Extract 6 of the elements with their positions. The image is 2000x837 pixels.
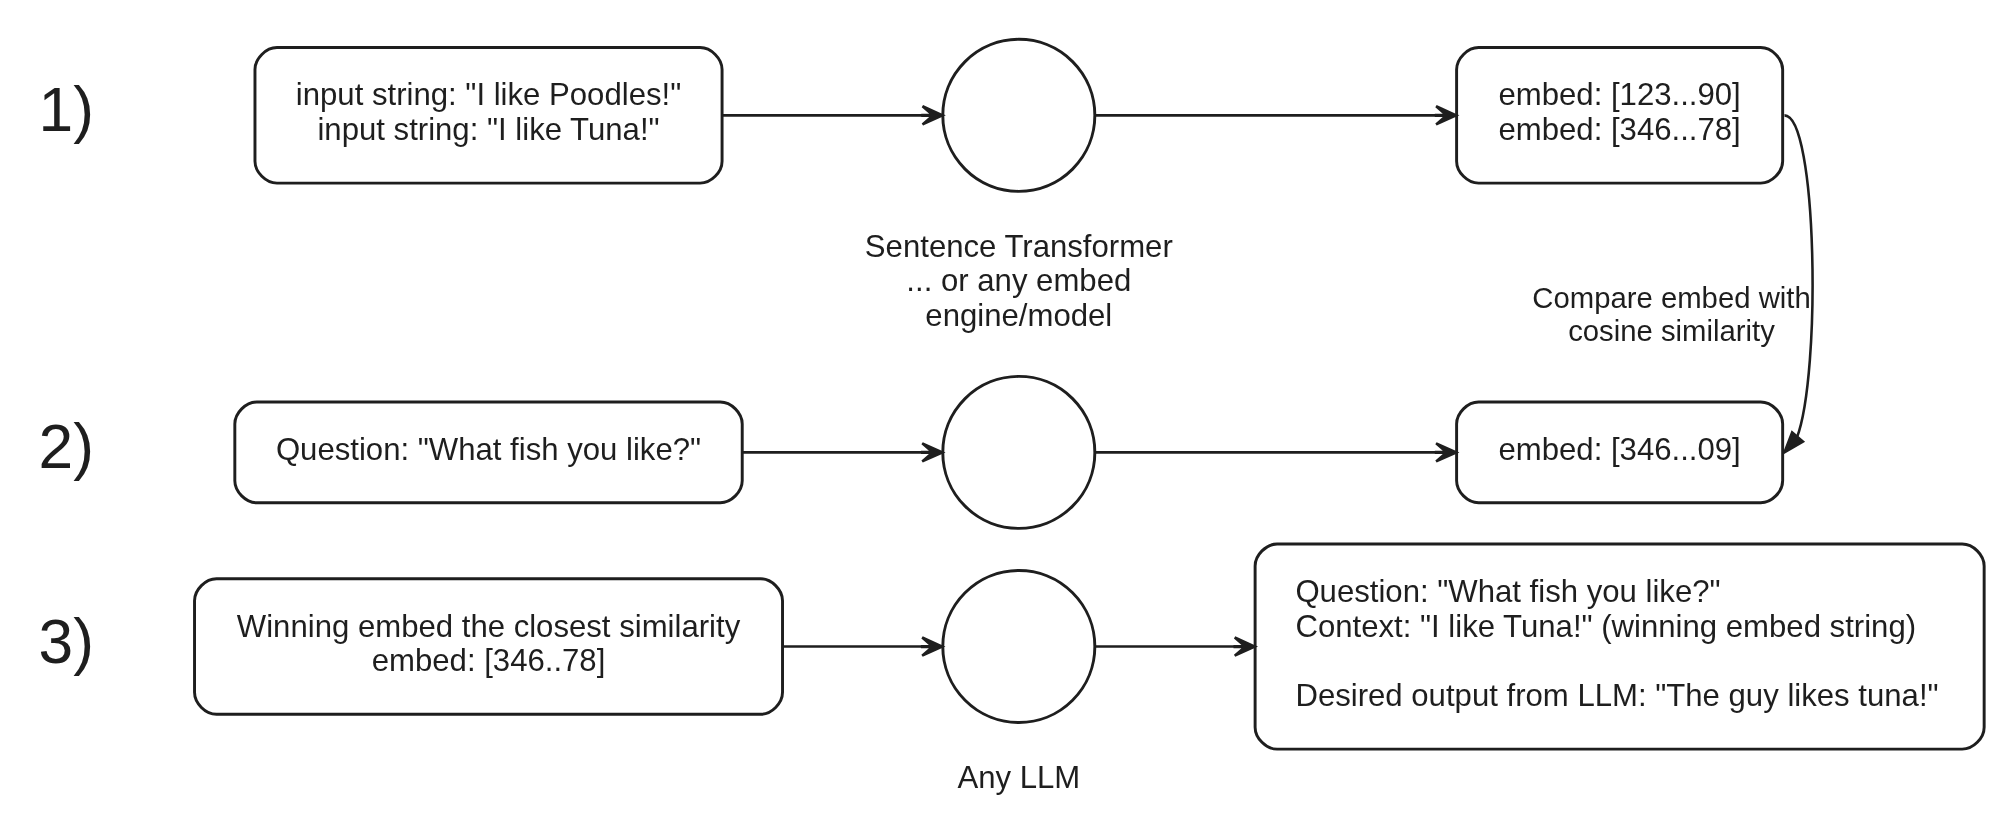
label: 1) (38, 75, 94, 145)
node-label: Sentence Transformer ... or any embed engine/model (864, 228, 1173, 334)
node-label: Any LLM (956, 759, 1080, 795)
label: 3) (38, 606, 94, 676)
edge-label: Compare embed with cosine similarity (1531, 280, 1811, 347)
label: 2) (38, 412, 94, 482)
